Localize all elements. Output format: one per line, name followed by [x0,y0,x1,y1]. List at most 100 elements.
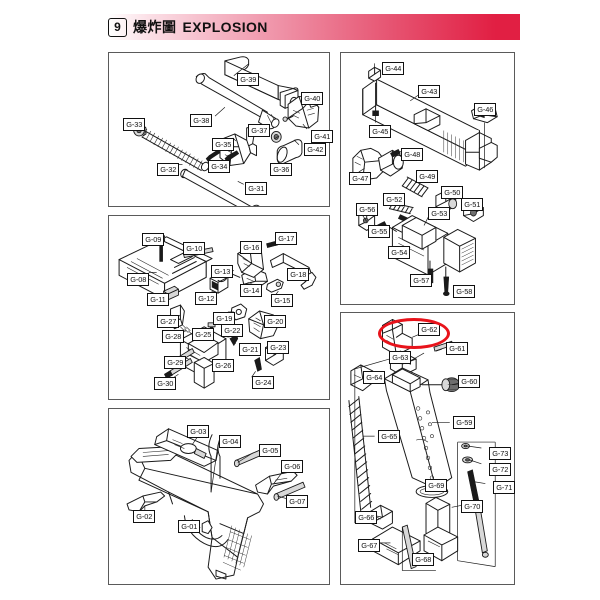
part-label-g-47: G-47 [349,172,372,185]
part-label-g-44: G-44 [382,62,405,75]
drawing-frame-assembly [126,428,306,580]
part-g24-pin-vertical [254,356,262,372]
part-label-g-63: G-63 [389,351,412,364]
part-label-g-30: G-30 [154,377,177,390]
part-label-g-09: G-09 [142,233,165,246]
part-g73-washer-small [461,443,470,450]
part-label-g-34: G-34 [208,160,231,173]
part-label-g-24: G-24 [252,376,275,389]
part-label-g-03: G-03 [187,425,210,438]
part-label-g-40: G-40 [301,92,324,105]
part-label-g-53: G-53 [428,207,451,220]
part-g07-pin-long2 [273,481,306,501]
part-g41-pin [282,115,294,122]
part-label-g-16: G-16 [240,241,263,254]
part-g58-screw-vert2 [443,266,450,296]
part-label-g-35: G-35 [212,138,235,151]
part-label-g-41: G-41 [311,130,334,143]
part-label-g-02: G-02 [133,510,156,523]
part-label-g-61: G-61 [446,342,469,355]
part-label-g-45: G-45 [369,125,392,138]
part-label-g-66: G-66 [355,511,378,524]
part-label-g-27: G-27 [157,315,180,328]
part-g70-gas-tube [423,496,459,562]
part-label-g-39: G-39 [237,73,260,86]
drawing-recoil-spring-group [133,56,320,206]
part-g36-ring [270,131,282,143]
part-label-g-37: G-37 [248,124,271,137]
part-label-g-55: G-55 [368,225,391,238]
part-label-g-70: G-70 [461,500,484,513]
part-label-g-68: G-68 [412,553,435,566]
part-label-g-62: G-62 [418,323,441,336]
part-label-g-73: G-73 [489,447,512,460]
part-label-g-28: G-28 [162,330,185,343]
part-label-g-59: G-59 [453,416,476,429]
part-g44-front-sight [368,66,382,82]
part-label-g-21: G-21 [239,343,262,356]
page-title-english: EXPLOSION [182,19,268,35]
part-label-g-22: G-22 [221,324,244,337]
part-label-g-71: G-71 [493,481,516,494]
part-label-g-54: G-54 [388,246,411,259]
grip-texture [222,525,252,571]
part-label-g-38: G-38 [190,114,213,127]
part-g06-slide-lock [255,470,298,495]
part-g12-trigger-bar [209,272,229,294]
witness-holes [416,406,435,480]
part-label-g-20: G-20 [264,315,287,328]
part-g43-slide [362,78,498,171]
part-label-g-50: G-50 [441,186,464,199]
part-g71-fill-valve [467,469,489,558]
part-label-g-04: G-04 [219,435,242,448]
part-label-g-15: G-15 [271,294,294,307]
part-g01-frame [128,446,264,580]
part-label-g-51: G-51 [461,198,484,211]
part-g72-washer [462,456,473,464]
part-g42-bushing [276,139,303,165]
part-label-g-46: G-46 [474,103,497,116]
part-label-g-32: G-32 [157,163,180,176]
page-title-chinese: 爆炸圖 [133,20,177,36]
header: 9 爆炸圖 EXPLOSION [108,14,268,40]
header-gradient-band [108,14,520,40]
part-g65-spring [348,396,373,512]
part-label-g-31: G-31 [245,182,268,195]
part-label-g-12: G-12 [195,292,218,305]
part-label-g-36: G-36 [270,163,293,176]
part-label-g-13: G-13 [211,265,234,278]
part-g62-knocker [382,318,413,356]
part-g02-takedown-lever [126,491,166,513]
part-g60-valve [421,377,461,393]
part-g38-inner-barrel [195,73,280,130]
part-label-g-29: G-29 [164,356,187,369]
part-label-g-23: G-23 [267,341,290,354]
part-label-g-33: G-33 [123,118,146,131]
part-label-g-43: G-43 [418,85,441,98]
part-g15-small-part [265,278,284,293]
part-g59-magazine-body [384,367,453,490]
part-label-g-58: G-58 [453,285,476,298]
part-g48-pin-tiny [390,148,401,158]
part-label-g-19: G-19 [213,312,236,325]
part-label-g-25: G-25 [192,328,215,341]
part-label-g-18: G-18 [287,268,310,281]
part-label-g-67: G-67 [358,539,381,552]
part-label-g-72: G-72 [489,463,512,476]
part-label-g-65: G-65 [378,430,401,443]
part-label-g-26: G-26 [212,359,235,372]
part-label-g-10: G-10 [183,242,206,255]
part-label-g-69: G-69 [425,479,448,492]
part-label-g-08: G-08 [127,273,150,286]
part-label-g-52: G-52 [383,193,406,206]
part-label-g-42: G-42 [304,143,327,156]
part-label-g-48: G-48 [401,148,424,161]
part-g16-block-assembly [237,246,265,278]
part-label-g-11: G-11 [147,293,169,306]
part-label-g-17: G-17 [275,232,298,245]
leader-lines-3 [144,432,292,528]
